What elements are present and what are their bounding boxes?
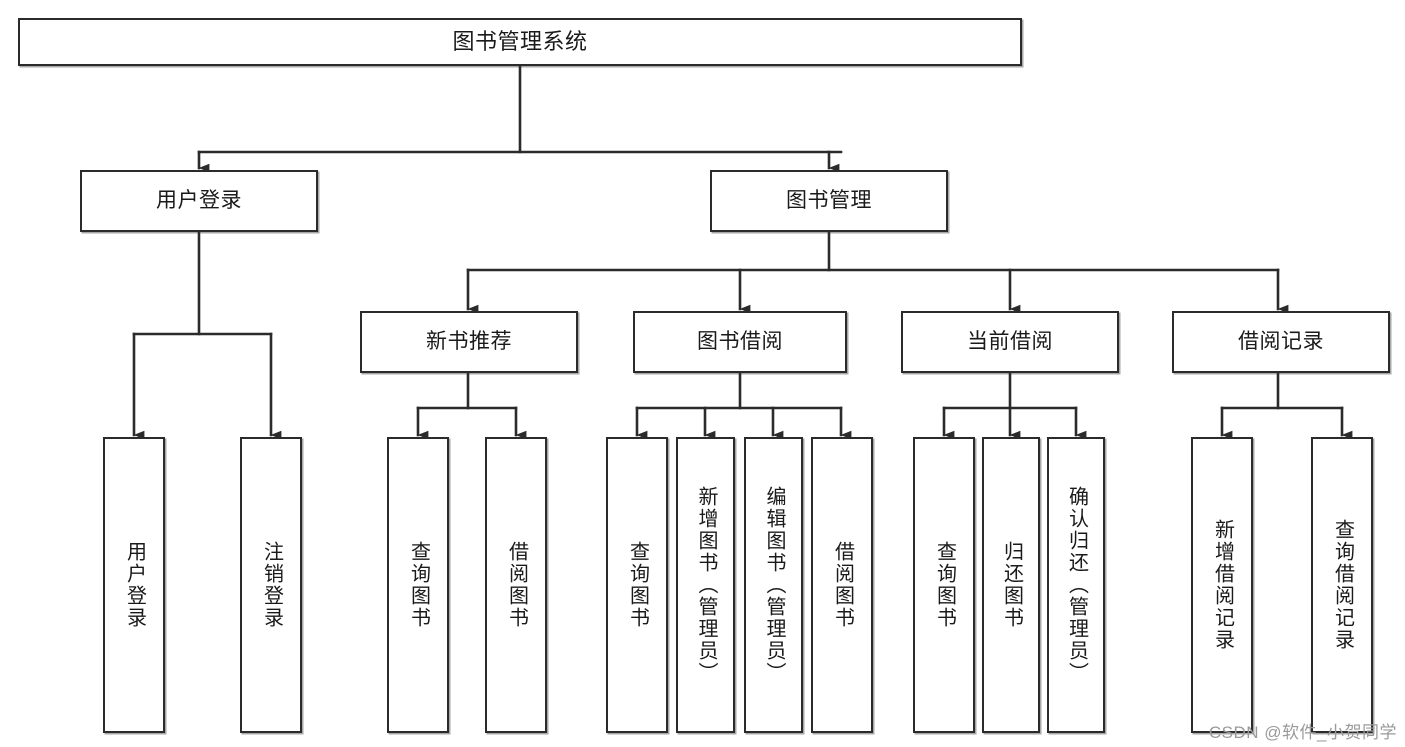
node-label: 借阅图书 <box>831 541 854 629</box>
node-leaf-add-book-admin[interactable]: 新增图书（管理员） <box>676 437 735 733</box>
node-leaf-add-borrow-record[interactable]: 新增借阅记录 <box>1191 437 1253 733</box>
node-label: 新书推荐 <box>426 329 512 353</box>
node-label: 图书借阅 <box>697 329 783 353</box>
node-label: 查询图书 <box>407 541 430 629</box>
node-root-system[interactable]: 图书管理系统 <box>18 18 1022 66</box>
node-label: 图书管理系统 <box>452 29 588 55</box>
node-leaf-borrow-book-2[interactable]: 借阅图书 <box>811 437 873 733</box>
node-new-book-recommend[interactable]: 新书推荐 <box>360 311 578 373</box>
node-label: 用户登录 <box>156 188 242 212</box>
node-leaf-query-book-3[interactable]: 查询图书 <box>913 437 975 733</box>
node-book-borrow[interactable]: 图书借阅 <box>633 311 847 373</box>
node-leaf-query-book-1[interactable]: 查询图书 <box>387 437 449 733</box>
node-borrow-record[interactable]: 借阅记录 <box>1172 311 1390 373</box>
node-label: 查询图书 <box>626 541 649 629</box>
node-label: 图书管理 <box>786 188 872 212</box>
node-label: 注销登录 <box>260 541 283 629</box>
node-label: 编辑图书（管理员） <box>763 486 785 684</box>
node-label: 确认归还（管理员） <box>1065 486 1088 684</box>
node-label: 查询借阅记录 <box>1331 519 1354 651</box>
node-label: 借阅图书 <box>505 541 528 629</box>
node-book-manage[interactable]: 图书管理 <box>710 170 948 232</box>
node-label: 当前借阅 <box>967 329 1053 353</box>
node-leaf-query-borrow-record[interactable]: 查询借阅记录 <box>1311 437 1373 733</box>
node-label: 借阅记录 <box>1238 329 1324 353</box>
node-user-login[interactable]: 用户登录 <box>80 170 318 232</box>
node-leaf-confirm-return-admin[interactable]: 确认归还（管理员） <box>1047 437 1105 733</box>
node-leaf-user-login[interactable]: 用户登录 <box>103 437 165 733</box>
node-leaf-edit-book-admin[interactable]: 编辑图书（管理员） <box>744 437 803 733</box>
node-leaf-query-book-2[interactable]: 查询图书 <box>606 437 668 733</box>
node-label: 新增图书（管理员） <box>695 486 717 684</box>
node-label: 用户登录 <box>123 541 146 629</box>
node-leaf-borrow-book-1[interactable]: 借阅图书 <box>485 437 547 733</box>
node-label: 查询图书 <box>933 541 956 629</box>
node-leaf-logout-login[interactable]: 注销登录 <box>240 437 302 733</box>
node-label: 归还图书 <box>1000 541 1023 629</box>
node-current-borrow[interactable]: 当前借阅 <box>901 311 1119 373</box>
node-leaf-return-book[interactable]: 归还图书 <box>982 437 1040 733</box>
node-label: 新增借阅记录 <box>1211 519 1234 651</box>
